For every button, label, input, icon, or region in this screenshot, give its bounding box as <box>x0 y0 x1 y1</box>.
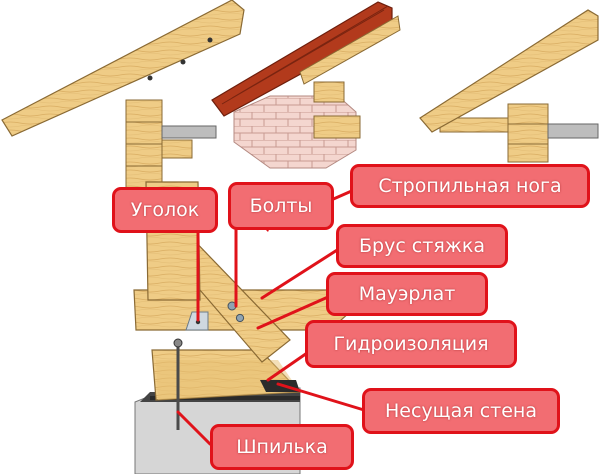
label-waterproofing: Гидроизоляция <box>305 320 517 368</box>
threaded-rod-icon <box>173 338 183 430</box>
label-angle-bracket: Уголок <box>112 187 218 233</box>
label-mauerlat: Мауэрлат <box>326 272 488 316</box>
thumbnail-log-wall <box>1 0 245 189</box>
thumbnail-brick-wall <box>211 1 401 169</box>
thumbnail-log-wall-right <box>419 9 599 163</box>
label-rafter-leg: Стропильная нога <box>350 164 590 208</box>
label-tie-beam: Брус стяжка <box>336 224 508 268</box>
label-bolts: Болты <box>228 182 334 230</box>
label-bearing-wall: Несущая стена <box>362 388 560 434</box>
label-stud: Шпилька <box>210 424 354 470</box>
